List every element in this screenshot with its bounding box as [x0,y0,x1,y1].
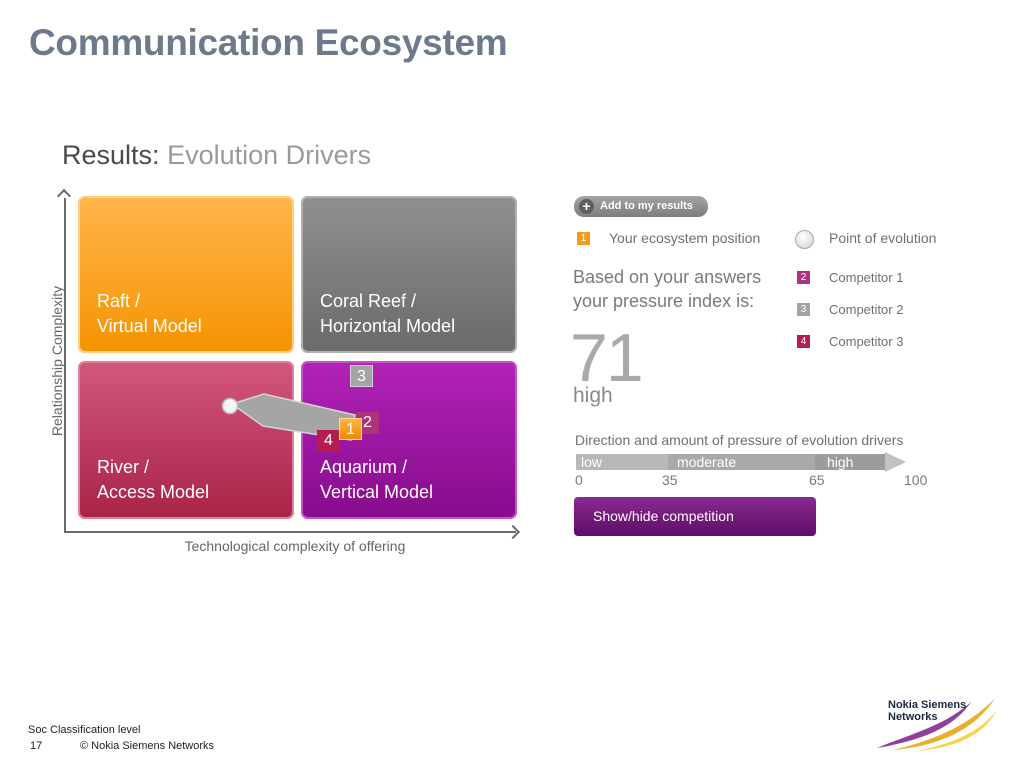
slide-title: Communication Ecosystem [29,22,508,63]
competitor-2-marker[interactable]: 3 [350,365,373,387]
evolution-point-legend-icon [795,230,814,249]
legend-position-marker: 1 [577,232,590,245]
add-to-results-button[interactable]: + Add to my results [574,196,708,217]
results-subtitle: Evolution Drivers [167,140,372,170]
results-heading: Results: Evolution Drivers [62,140,371,171]
scale-tick-65: 65 [809,472,825,488]
your-position-marker[interactable]: 1 [339,418,362,440]
footer-page-number: 17 [30,740,43,752]
pressure-scale-title: Direction and amount of pressure of evol… [575,432,904,448]
scale-arrow-icon [885,452,906,472]
pressure-description: Based on your answers your pressure inde… [573,267,762,311]
quadrant-coral-reef-label: Coral Reef / Horizontal Model [320,291,456,336]
quadrant-raft[interactable]: Raft / Virtual Model [78,196,294,353]
quadrant-raft-label: Raft / Virtual Model [97,291,202,336]
legend-competitor-2-marker: 3 [797,303,810,316]
quadrant-aquarium-label: Aquarium / Vertical Model [320,457,434,502]
y-axis [64,198,66,532]
footer-copyright: © Nokia Siemens Networks [80,740,215,752]
competitor-3-marker[interactable]: 4 [317,430,340,452]
legend-competitor-3-label: Competitor 3 [829,334,904,349]
y-axis-label: Relationship Complexity [49,285,65,437]
legend-competitor-1-label: Competitor 1 [829,270,904,285]
plus-icon: + [579,199,594,214]
scale-tick-100: 100 [904,472,928,488]
x-axis-arrow-icon [505,524,521,540]
results-label: Results: [62,140,160,170]
pressure-index-value: 71 [570,320,644,396]
quadrant-river-label: River / Access Model [97,457,210,502]
legend-position-label: Your ecosystem position [609,230,761,246]
add-to-results-label: Add to my results [600,200,693,212]
show-hide-competition-button[interactable]: Show/hide competition [574,497,816,536]
logo-wordmark: Nokia Siemens Networks [888,699,967,723]
legend-competitor-2-label: Competitor 2 [829,302,904,317]
pressure-index-level: high [573,384,613,407]
scale-segment-high: high [815,454,885,470]
pressure-scale-bar: low moderate high [576,452,906,472]
legend-competitor-1-marker: 2 [797,271,810,284]
x-axis [64,531,516,533]
legend-evolution-label: Point of evolution [829,230,937,246]
scale-segment-moderate: moderate [668,454,815,470]
footer-classification: Soc Classification level [28,724,141,736]
quadrant-coral-reef[interactable]: Coral Reef / Horizontal Model [301,196,517,353]
scale-segment-low: low [576,454,668,470]
nokia-siemens-logo-icon [877,698,997,751]
legend-competitor-3-marker: 4 [797,335,810,348]
scale-tick-0: 0 [575,472,583,488]
x-axis-label: Technological complexity of offering [184,538,406,554]
scale-tick-35: 35 [662,472,678,488]
y-axis-arrow-icon [56,188,72,204]
quadrant-river[interactable]: River / Access Model [78,361,294,519]
